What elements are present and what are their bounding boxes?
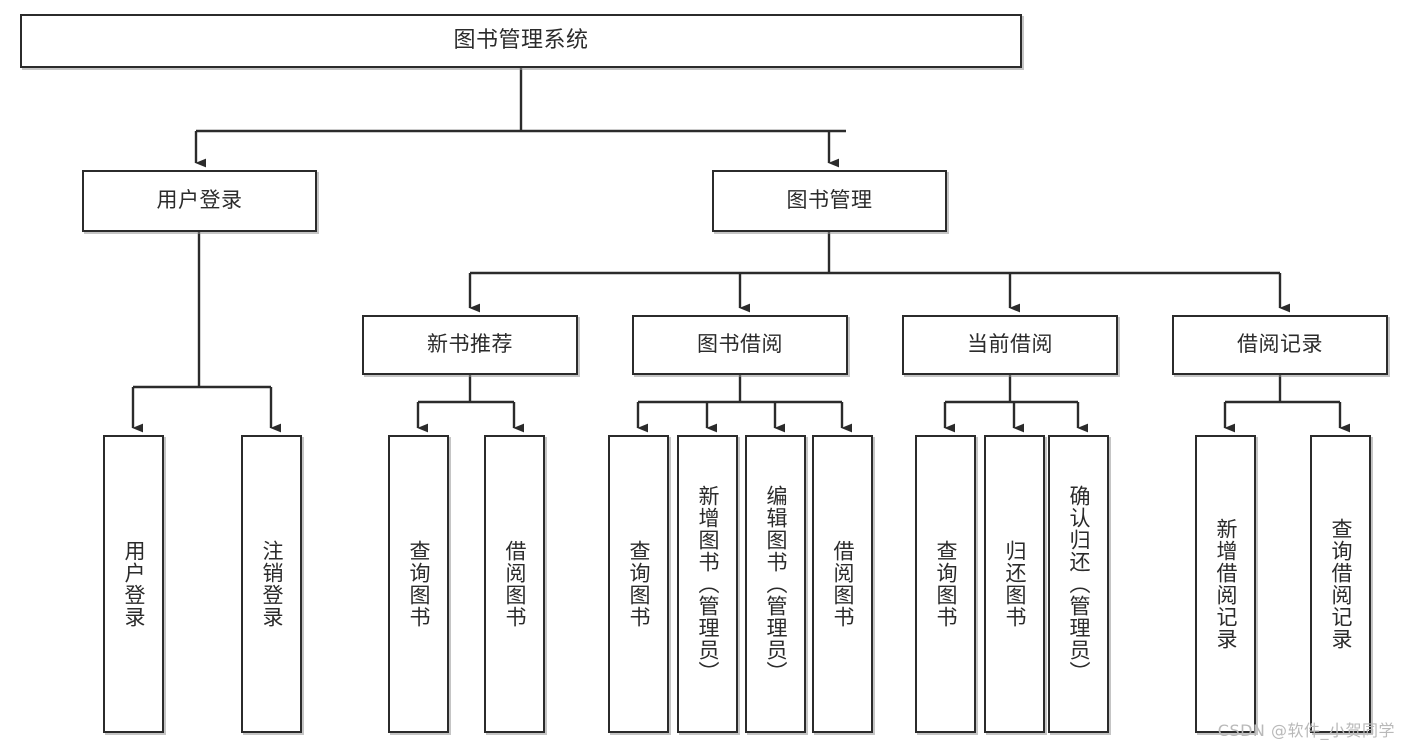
leaf-node-query-borrow-record[interactable]: 查询借阅记录 xyxy=(1310,435,1371,733)
leaf-label-8: 查询图书 xyxy=(933,540,958,628)
leaf-node-borrow-book-1[interactable]: 借阅图书 xyxy=(484,435,545,733)
leaf-label-1: 注销登录 xyxy=(259,540,284,628)
leaf-label-6: 编辑图书（管理员） xyxy=(763,485,788,683)
leaf-node-logout[interactable]: 注销登录 xyxy=(241,435,302,733)
node-root[interactable]: 图书管理系统 xyxy=(20,14,1022,68)
leaf-node-edit-book-admin[interactable]: 编辑图书（管理员） xyxy=(745,435,806,733)
node-new-book-recommend[interactable]: 新书推荐 xyxy=(362,315,578,375)
leaf-label-7: 借阅图书 xyxy=(830,540,855,628)
node-new-book-recommend-label: 新书推荐 xyxy=(427,332,513,357)
node-current-borrow[interactable]: 当前借阅 xyxy=(902,315,1118,375)
leaf-node-user-login[interactable]: 用户登录 xyxy=(103,435,164,733)
leaf-node-query-book-1[interactable]: 查询图书 xyxy=(388,435,449,733)
leaf-label-9: 归还图书 xyxy=(1002,540,1027,628)
leaf-node-query-book-2[interactable]: 查询图书 xyxy=(608,435,669,733)
leaf-label-10: 确认归还（管理员） xyxy=(1066,485,1091,683)
leaf-label-3: 借阅图书 xyxy=(502,540,527,628)
leaf-node-add-borrow-record[interactable]: 新增借阅记录 xyxy=(1195,435,1256,733)
node-borrow-record[interactable]: 借阅记录 xyxy=(1172,315,1388,375)
node-book-borrow[interactable]: 图书借阅 xyxy=(632,315,848,375)
node-user-login-label: 用户登录 xyxy=(156,188,243,213)
leaf-label-11: 新增借阅记录 xyxy=(1213,518,1238,650)
leaf-node-add-book-admin[interactable]: 新增图书（管理员） xyxy=(677,435,738,733)
node-current-borrow-label: 当前借阅 xyxy=(967,332,1053,357)
leaf-label-2: 查询图书 xyxy=(406,540,431,628)
node-borrow-record-label: 借阅记录 xyxy=(1237,332,1323,357)
leaf-node-return-book[interactable]: 归还图书 xyxy=(984,435,1045,733)
leaf-node-borrow-book-2[interactable]: 借阅图书 xyxy=(812,435,873,733)
leaf-label-5: 新增图书（管理员） xyxy=(695,485,720,683)
leaf-label-0: 用户登录 xyxy=(121,540,146,628)
leaf-label-4: 查询图书 xyxy=(626,540,651,628)
leaf-node-confirm-return-admin[interactable]: 确认归还（管理员） xyxy=(1048,435,1109,733)
node-root-label: 图书管理系统 xyxy=(453,27,589,53)
node-book-manage[interactable]: 图书管理 xyxy=(712,170,947,232)
node-book-borrow-label: 图书借阅 xyxy=(697,332,783,357)
node-book-manage-label: 图书管理 xyxy=(786,188,873,213)
leaf-node-query-book-3[interactable]: 查询图书 xyxy=(915,435,976,733)
leaf-label-12: 查询借阅记录 xyxy=(1328,518,1353,650)
node-user-login[interactable]: 用户登录 xyxy=(82,170,317,232)
